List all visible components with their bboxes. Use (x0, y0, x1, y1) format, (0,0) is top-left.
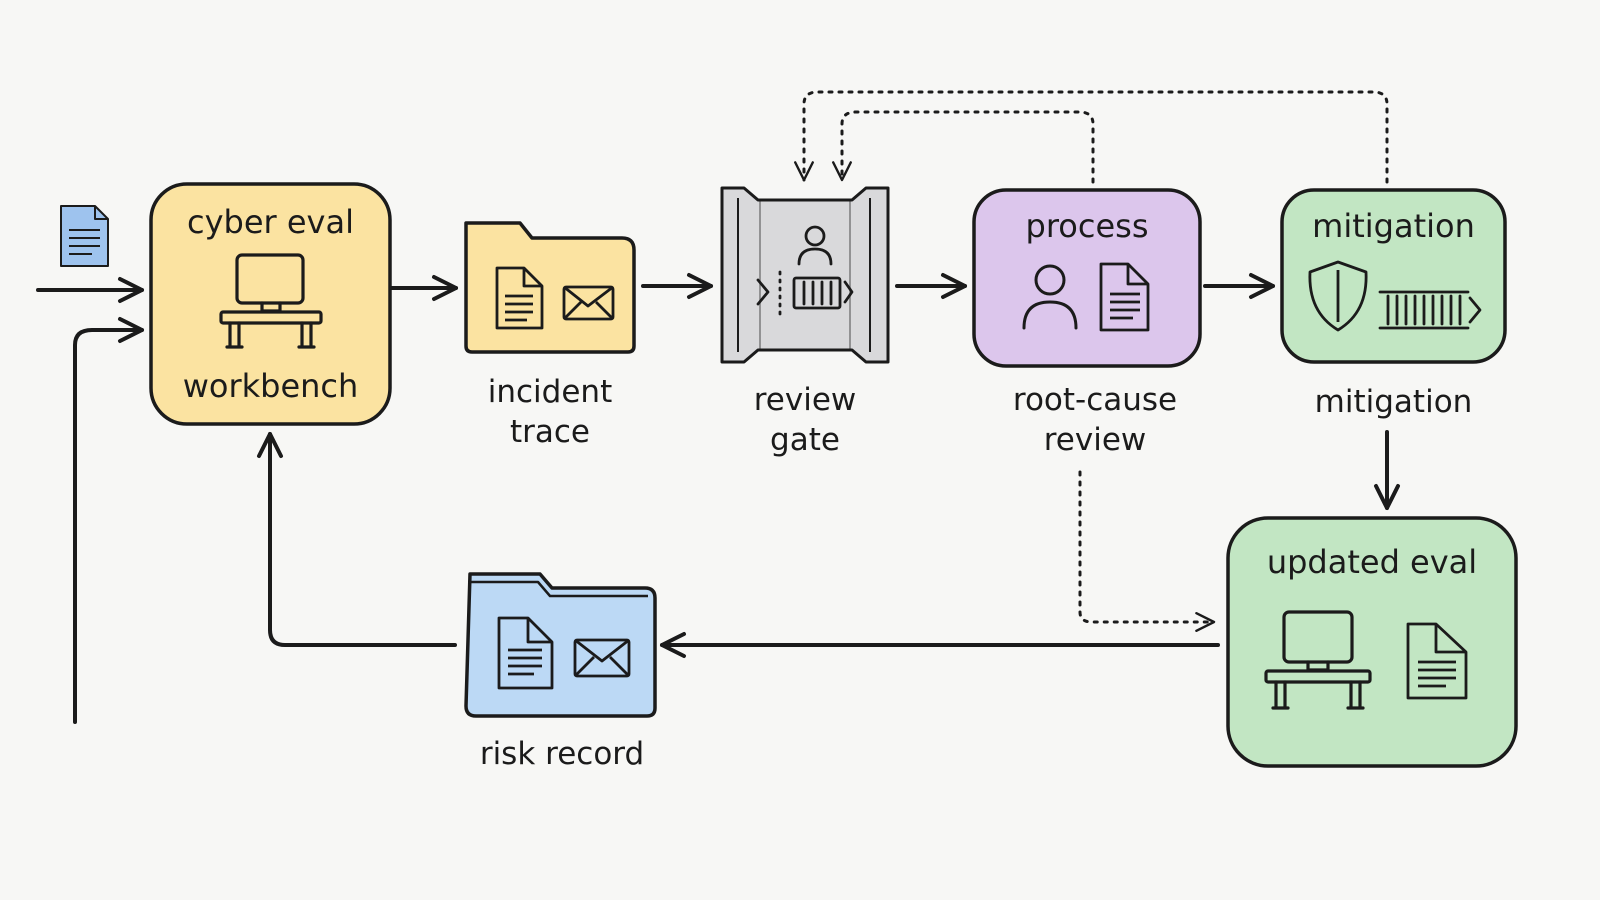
root-cause-to-updated-eval (1078, 470, 1216, 632)
root-cause-review-label: root-cause review (1012, 382, 1178, 458)
shield-icon (1308, 260, 1368, 332)
updated-eval-node[interactable] (1226, 516, 1518, 768)
document-icon (1099, 262, 1150, 332)
gate-icon (756, 270, 854, 316)
arrow-risk-to-workbench (257, 432, 457, 647)
battery-icon (1378, 290, 1482, 330)
workstation-icon (219, 253, 323, 349)
feedback-process-to-gate (832, 110, 1095, 184)
process-node[interactable] (972, 188, 1202, 368)
process-title: process (1025, 207, 1149, 245)
envelope-icon (562, 285, 615, 321)
envelope-icon (573, 638, 631, 678)
mitigation-title: mitigation (1312, 207, 1475, 245)
workbench-subtitle: workbench (182, 367, 359, 405)
mitigation-label: mitigation (1314, 384, 1473, 420)
risk-record-label: risk record (479, 736, 645, 772)
document-icon (497, 616, 554, 690)
workstation-icon (1264, 610, 1372, 710)
feedback-mitigation-to-gate (794, 90, 1389, 184)
document-icon (495, 266, 544, 330)
input-document-icon (60, 205, 109, 267)
risk-record-folder[interactable] (464, 572, 657, 718)
workbench-title: cyber eval (187, 203, 354, 241)
input-arrow-bottom (73, 317, 144, 724)
updated-eval-title: updated eval (1266, 543, 1478, 581)
incident-trace-label: incident trace (487, 374, 613, 450)
person-icon (1022, 264, 1078, 330)
person-icon (797, 225, 833, 266)
review-gate-node[interactable] (720, 186, 890, 364)
review-gate-label: review gate (753, 382, 857, 458)
document-icon (1406, 622, 1468, 700)
